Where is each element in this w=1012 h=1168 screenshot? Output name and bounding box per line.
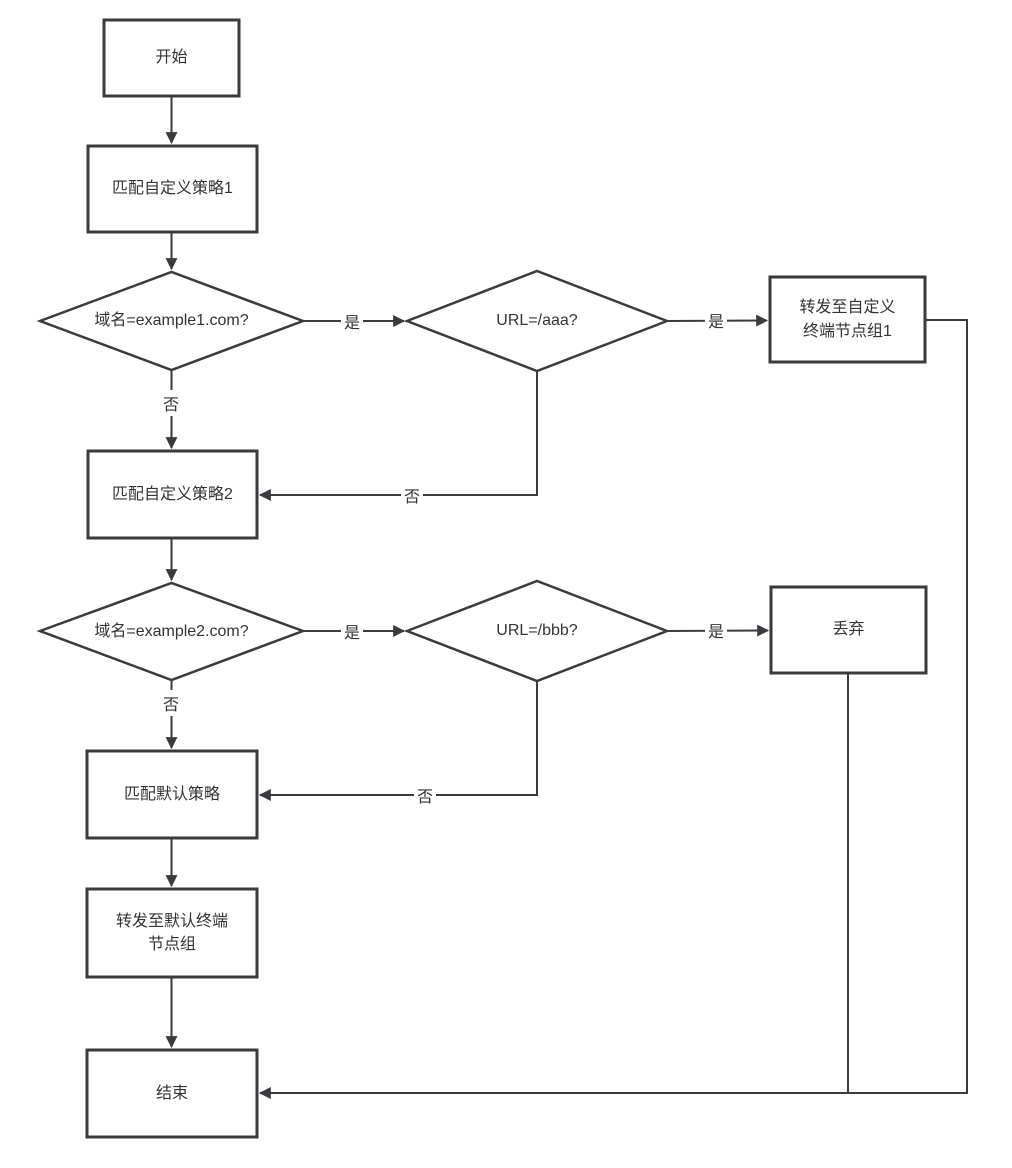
end-node-shape	[85, 1048, 259, 1139]
url-aaa-shape	[403, 269, 671, 373]
url-bbb-shape	[403, 579, 671, 683]
edge-urlaaa-to-policy2	[258, 371, 538, 501]
edge-urlbbb-to-defaultpolicy	[258, 681, 538, 801]
match-custom-policy-2-shape	[86, 449, 259, 540]
edge-forwardcustom-to-end	[258, 319, 968, 1099]
match-default-policy-shape	[85, 749, 259, 840]
domain-example1-shape	[36, 270, 307, 372]
forward-default-endpoint-group-shape	[85, 887, 259, 979]
domain-example2-shape	[36, 581, 307, 682]
match-custom-policy-1-shape	[86, 144, 259, 234]
edge-urlbbb-to-discard	[666, 624, 770, 637]
discard-node-shape	[769, 585, 928, 675]
forward-custom-endpoint-group-1-shape	[768, 275, 927, 364]
edge-urlaaa-to-forwardcustom	[666, 314, 769, 327]
start-node-shape	[102, 18, 241, 98]
